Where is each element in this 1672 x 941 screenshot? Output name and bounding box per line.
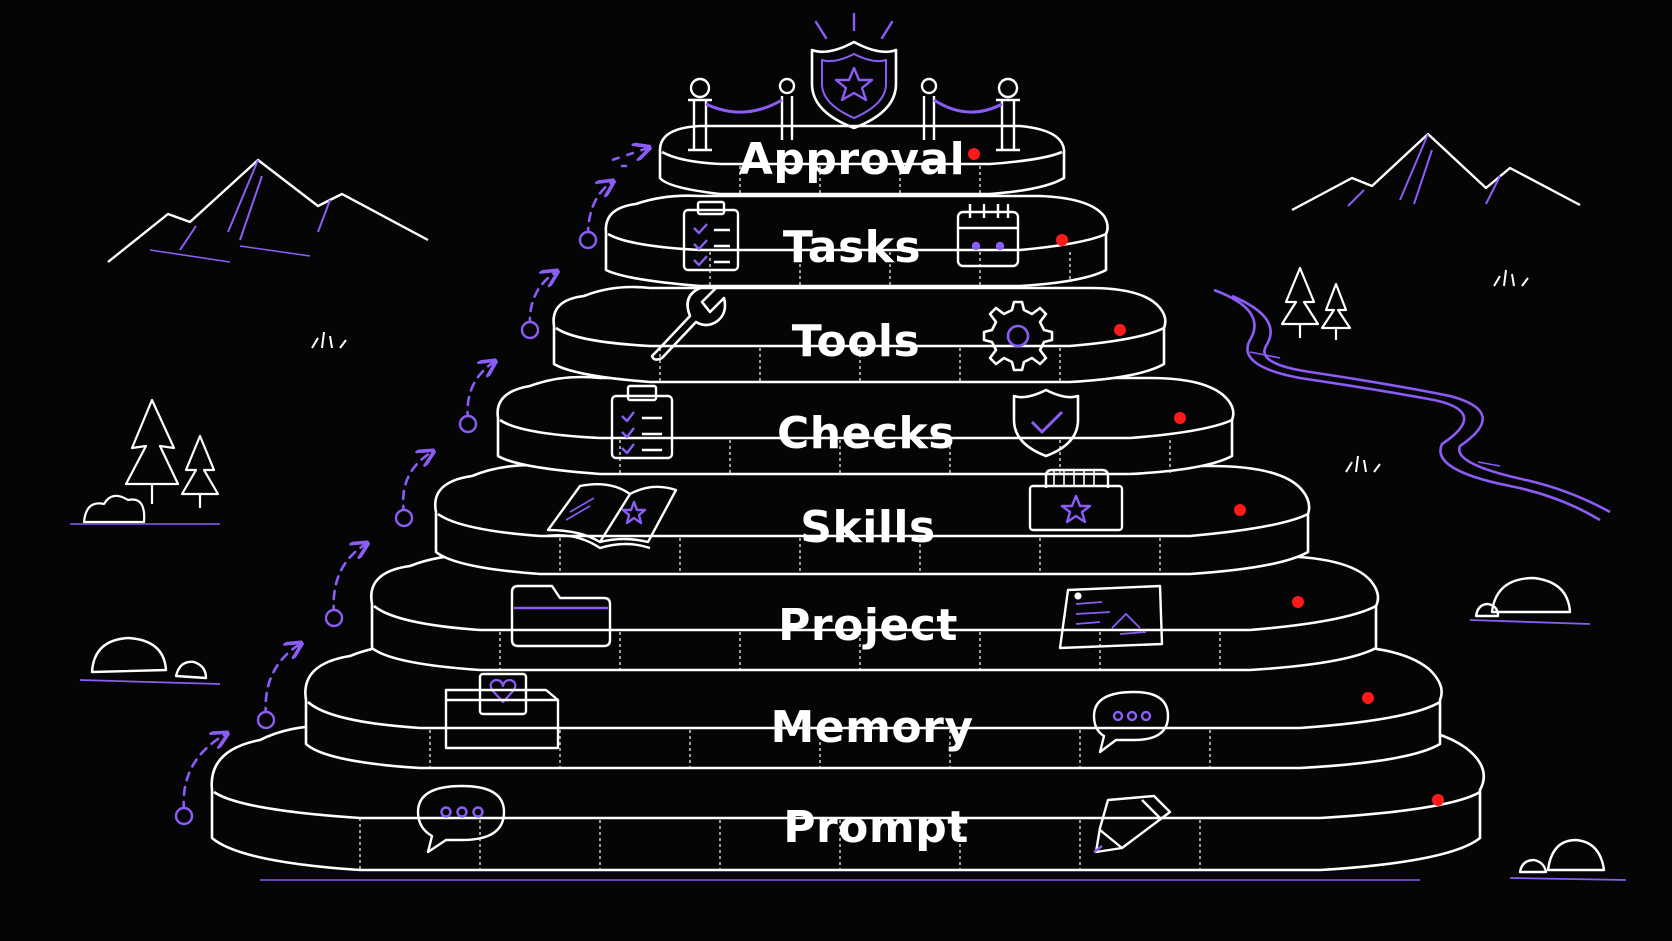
tiers <box>210 124 1485 881</box>
folder-icon <box>510 584 612 648</box>
shield-check-icon <box>1012 388 1080 458</box>
tier-project <box>369 553 1380 672</box>
marker-checks <box>1174 412 1186 424</box>
trees-right <box>1280 266 1352 340</box>
tier-approval <box>658 124 1066 196</box>
ascent-waypoints <box>174 230 598 826</box>
memory-box-heart-icon <box>444 672 560 750</box>
grass-tufts <box>311 269 1529 473</box>
tier-label-checks: Checks <box>777 408 955 459</box>
red-markers <box>968 148 1444 806</box>
marker-project <box>1292 596 1304 608</box>
marker-prompt <box>1432 794 1444 806</box>
tier-label-project: Project <box>778 600 958 651</box>
mountains-right <box>1291 132 1581 212</box>
tier-label-skills: Skills <box>800 502 935 553</box>
marker-tasks <box>1056 234 1068 246</box>
mountains-left <box>107 158 429 263</box>
wrench-icon <box>650 284 727 361</box>
tier-tasks <box>604 194 1109 288</box>
tier-memory <box>304 643 1443 770</box>
shield-star-icon <box>810 12 898 130</box>
tier-label-tasks: Tasks <box>783 222 921 273</box>
blueprint-board-icon <box>1058 584 1164 650</box>
pencil-icon <box>1093 794 1172 854</box>
river <box>1213 288 1611 522</box>
tier-label-prompt: Prompt <box>783 802 969 853</box>
ascent-path <box>182 164 628 812</box>
trees-left <box>70 398 220 525</box>
gear-icon <box>982 300 1054 372</box>
chat-bubble-icon <box>1092 690 1170 754</box>
tier-label-memory: Memory <box>770 702 973 753</box>
clipboard-checklist-icon <box>682 200 740 272</box>
tier-label-approval: Approval <box>739 134 965 185</box>
marker-skills <box>1234 504 1246 516</box>
chat-bubble-icon <box>416 784 506 854</box>
marker-memory <box>1362 692 1374 704</box>
marker-tools <box>1114 324 1126 336</box>
rocks <box>79 576 1627 881</box>
card-box-star-icon <box>1028 468 1124 532</box>
marker-approval <box>968 148 980 160</box>
checklist-clipboard-icon <box>610 384 674 460</box>
stanchions-icon <box>688 77 1020 152</box>
open-book-star-icon <box>545 483 678 550</box>
tier-label-tools: Tools <box>792 316 920 367</box>
calendar-icon <box>956 204 1020 268</box>
tier-checks <box>496 375 1235 476</box>
